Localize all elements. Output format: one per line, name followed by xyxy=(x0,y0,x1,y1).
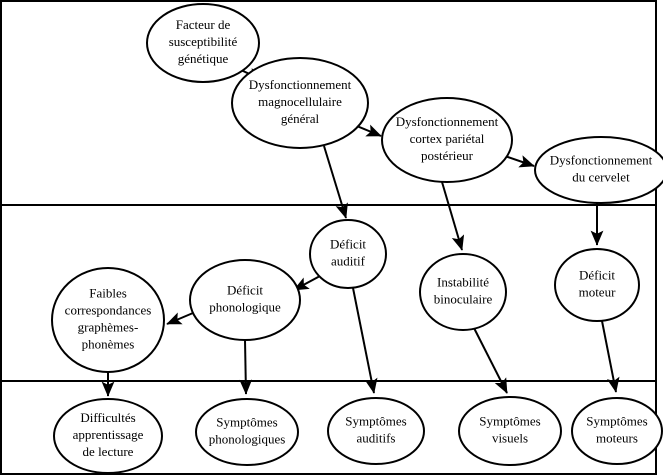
edge-deficit-moteur-to-symptomes-moteurs xyxy=(601,320,620,393)
node-ellipse-symptomes-auditifs xyxy=(327,397,425,465)
edge-deficit-phonologique-to-symptomes-phonologiques xyxy=(239,339,253,395)
node-ellipse-instabilite-binoculaire xyxy=(419,253,507,331)
node-ellipse-dysfonctionnement-magnocellulaire-general xyxy=(231,57,369,149)
edge-magnocellulaire-to-deficit-auditif xyxy=(323,145,348,219)
edge-deficit-phonologique-to-faibles-correspondances xyxy=(166,312,194,325)
edge-deficit-auditif-to-symptomes-auditifs xyxy=(352,287,378,394)
node-ellipse-deficit-phonologique xyxy=(189,259,301,341)
edge-cortex-parietal-to-instabilite xyxy=(441,181,465,251)
node-ellipse-symptomes-moteurs xyxy=(571,397,663,465)
node-ellipse-symptomes-visuels xyxy=(458,396,562,466)
node-ellipse-deficit-moteur xyxy=(554,248,640,322)
node-ellipse-deficit-auditif xyxy=(309,219,387,289)
node-ellipse-facteur-susceptibilite-genetique xyxy=(146,3,260,83)
edge-instabilite-to-symptomes-visuels xyxy=(473,327,508,394)
node-ellipse-dysfonctionnement-du-cervelet xyxy=(534,136,663,204)
node-ellipse-symptomes-phonologiques xyxy=(195,398,299,466)
node-ellipse-difficultes-apprentissage-de-lecture xyxy=(53,398,163,474)
node-ellipse-faibles-correspondances-graphemes-phonemes xyxy=(51,267,165,373)
node-ellipse-dysfonctionnement-cortex-parietal-posterieur xyxy=(381,97,513,183)
